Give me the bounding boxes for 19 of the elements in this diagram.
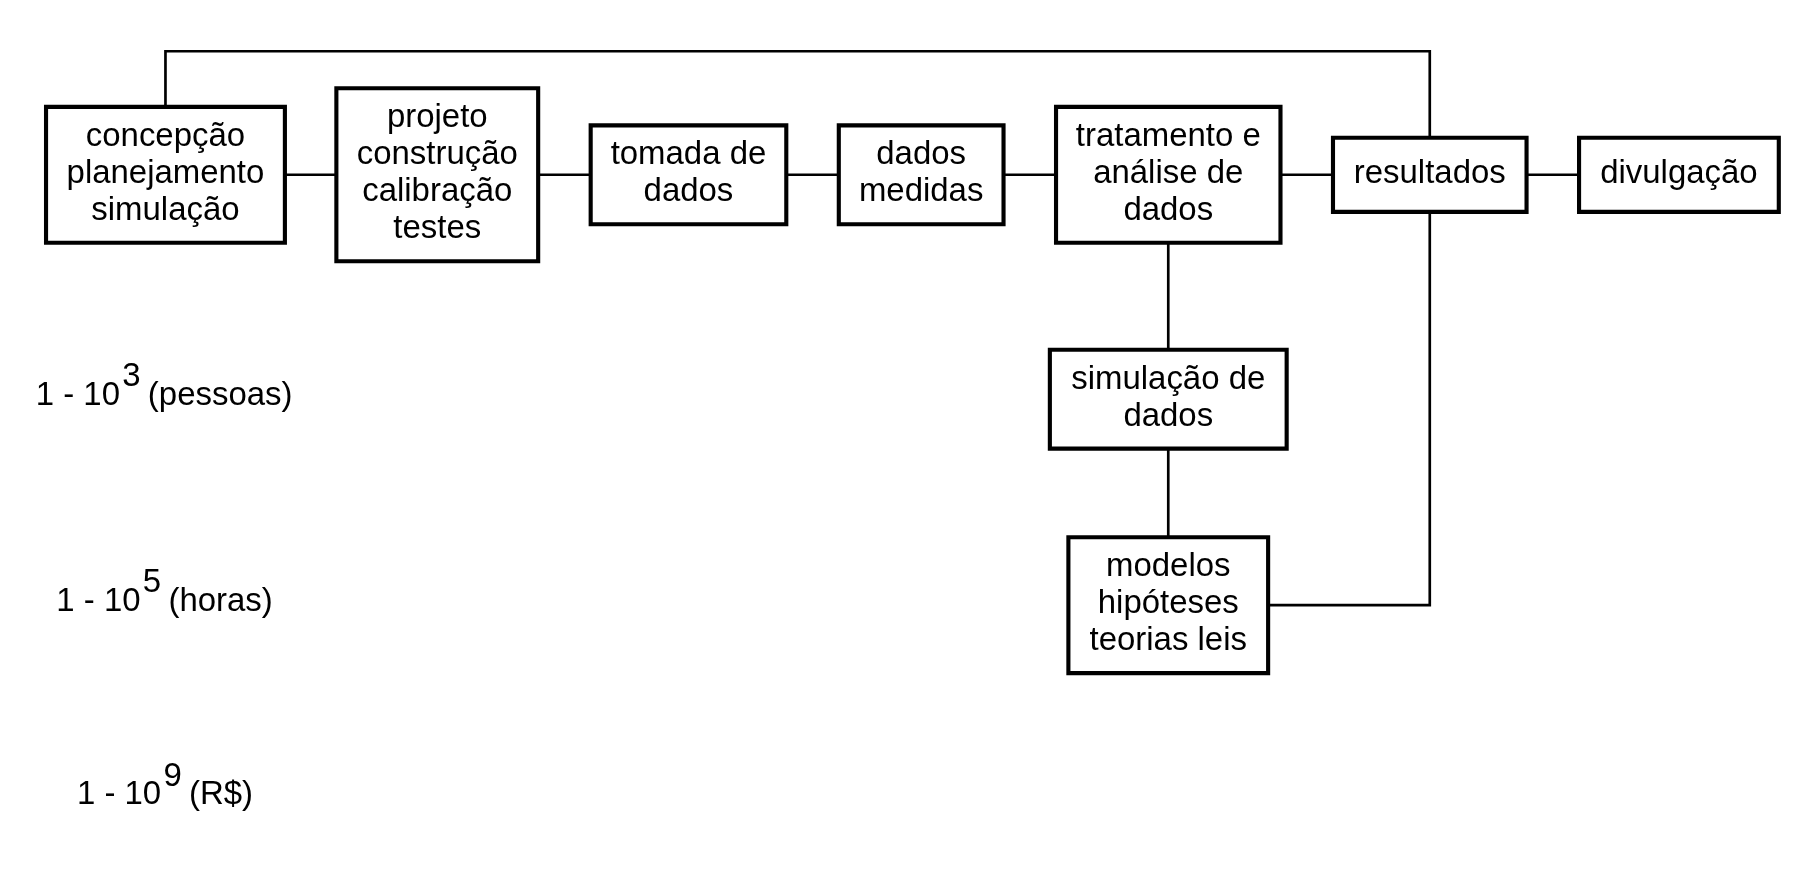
connector bbox=[285, 172, 336, 176]
connector bbox=[786, 172, 839, 176]
node-box: simulação de dados bbox=[1047, 347, 1289, 451]
node-box: projeto construção calibração testes bbox=[334, 85, 541, 263]
connector bbox=[1166, 448, 1170, 537]
connector bbox=[1004, 172, 1056, 176]
node-box: tratamento e análise de dados bbox=[1054, 104, 1283, 245]
connector bbox=[538, 172, 590, 176]
node-box: tomada de dados bbox=[588, 122, 789, 226]
node-box: modelos hipóteses teorias leis bbox=[1066, 534, 1271, 675]
connector bbox=[1280, 172, 1333, 176]
node-box: divulgação bbox=[1577, 135, 1781, 214]
connector bbox=[1268, 211, 1432, 606]
connector bbox=[1526, 172, 1579, 176]
connector bbox=[1166, 242, 1170, 350]
connector bbox=[164, 49, 1432, 138]
node-box: dados medidas bbox=[836, 122, 1006, 226]
node-box: resultados bbox=[1330, 135, 1529, 214]
node-box: concepção planejamento simulação bbox=[44, 104, 287, 245]
